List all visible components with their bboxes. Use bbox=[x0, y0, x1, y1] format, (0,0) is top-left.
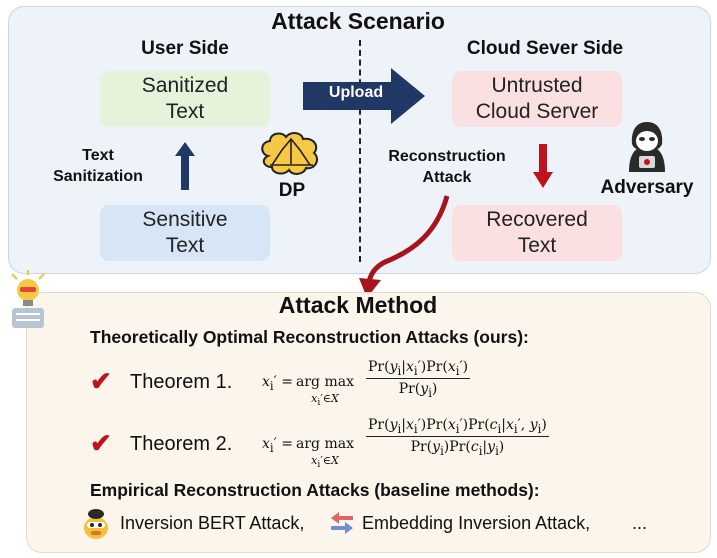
checkmark-icon: ✔ bbox=[90, 428, 112, 458]
swap-arrows-icon bbox=[331, 512, 353, 534]
checkmark-icon: ✔ bbox=[90, 366, 112, 396]
text-sanitization-label: Text Sanitization bbox=[53, 147, 143, 185]
upload-label: Upload bbox=[328, 84, 384, 101]
lightbulb-idea-icon bbox=[11, 270, 45, 328]
theorem-2-lhs: xi′ = bbox=[262, 436, 293, 455]
user-side-label: User Side bbox=[141, 38, 229, 59]
side-divider bbox=[359, 40, 361, 262]
sensitive-text-box: Sensitive Text bbox=[100, 205, 270, 261]
sanitization-arrow bbox=[175, 142, 195, 190]
attack-scenario-title: Attack Scenario bbox=[271, 8, 445, 34]
adversary-icon bbox=[629, 122, 665, 172]
baseline-ellipsis: ... bbox=[632, 513, 648, 533]
upload-arrow bbox=[303, 68, 425, 124]
bert-character-icon bbox=[84, 509, 108, 539]
attack-method-panel bbox=[26, 292, 711, 553]
dp-label: DP bbox=[278, 180, 306, 201]
recovered-text-box: Recovered Text bbox=[452, 205, 622, 261]
dp-brain-icon bbox=[261, 132, 318, 175]
theorem-2-label: Theorem 2. bbox=[130, 433, 233, 455]
reconstruction-attack-label: Reconstruction Attack bbox=[388, 148, 506, 186]
attack-to-method-arrow bbox=[359, 195, 450, 298]
theorem-2-formula: Pr(yi|xi′)Pr(xi′)Pr(ci|xi′, yi) Pr(yi)Pr… bbox=[366, 417, 549, 458]
attack-method-title: Attack Method bbox=[278, 292, 438, 318]
theorem-1-label: Theorem 1. bbox=[130, 371, 233, 393]
empirical-attacks-heading: Empirical Reconstruction Attacks (baseli… bbox=[90, 480, 540, 500]
reconstruction-arrow bbox=[533, 144, 553, 188]
sanitized-text-box: Sanitized Text bbox=[100, 71, 270, 127]
theorem-1-lhs: xi′ = bbox=[262, 374, 293, 393]
baseline-embedding-inversion: Embedding Inversion Attack, bbox=[362, 513, 591, 533]
cloud-side-label: Cloud Sever Side bbox=[466, 38, 624, 59]
untrusted-server-box: Untrusted Cloud Server bbox=[452, 71, 622, 127]
baseline-inversion-bert: Inversion BERT Attack, bbox=[120, 513, 305, 533]
optimal-attacks-heading: Theoretically Optimal Reconstruction Att… bbox=[90, 327, 529, 347]
theorem-1-formula: Pr(yi|xi′)Pr(xi′) Pr(yi) bbox=[366, 359, 471, 400]
adversary-label: Adversary bbox=[600, 177, 694, 198]
